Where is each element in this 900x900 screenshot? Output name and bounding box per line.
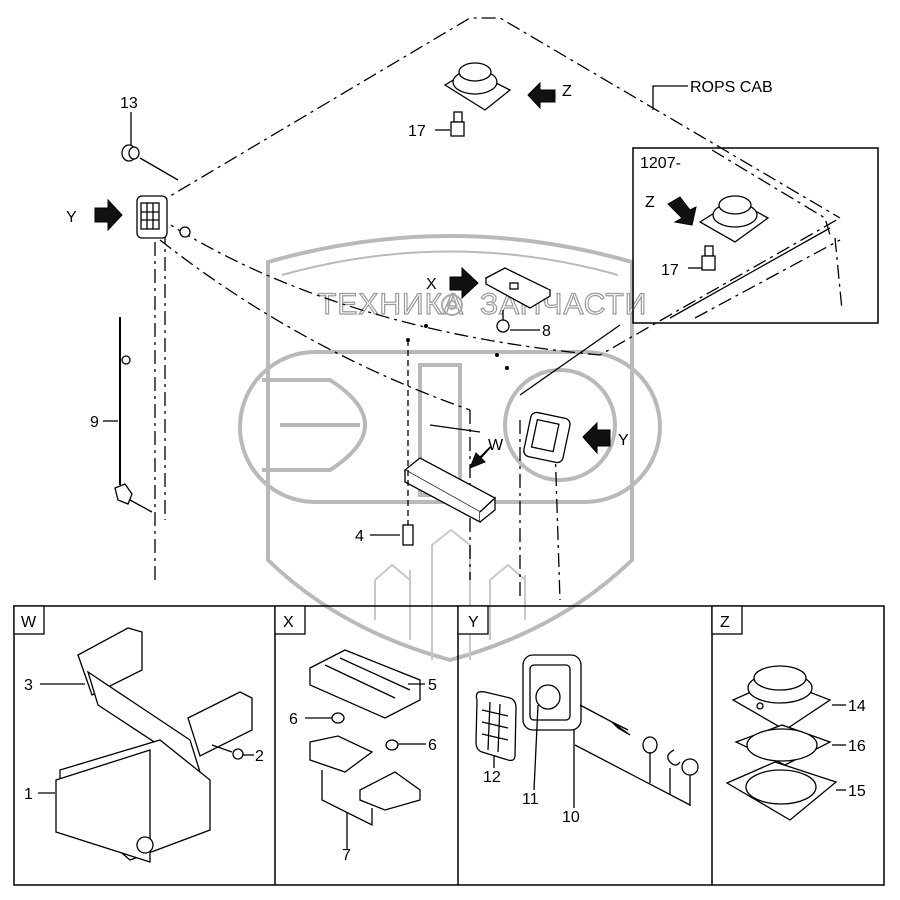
panel-x-tag: X <box>283 614 294 631</box>
top-speaker <box>443 62 512 137</box>
callout-5: 5 <box>428 677 437 694</box>
screw-8 <box>496 319 510 333</box>
arrow-y-left <box>94 198 123 232</box>
arrow-w <box>469 445 491 469</box>
arrow-z-top <box>527 81 556 110</box>
detail-panels-frame <box>13 605 885 886</box>
view-x: X <box>426 276 437 293</box>
callout-2: 2 <box>255 748 264 765</box>
callout-9: 9 <box>90 414 99 431</box>
cab-outline <box>154 17 841 601</box>
serial-inset: 1207- Z 17 <box>632 147 879 324</box>
arrow-y-right <box>582 421 611 455</box>
arrow-x <box>449 266 479 300</box>
watermark-right-text: ЗАПЧАСТИ <box>480 288 647 321</box>
grommet <box>121 144 140 162</box>
watermark-wheat <box>374 528 526 660</box>
panel-z-tag: Z <box>720 614 730 631</box>
room-lamp <box>484 267 552 309</box>
bolt-4 <box>402 524 414 546</box>
callout-6b: 6 <box>428 737 437 754</box>
callout-3: 3 <box>24 677 33 694</box>
callout-17-top: 17 <box>408 123 426 140</box>
callout-6a: 6 <box>289 711 298 728</box>
detail-panel-z: Z 14 16 15 <box>711 605 866 821</box>
detail-panel-w: W 3 2 1 <box>13 605 264 863</box>
callout-16: 16 <box>848 738 866 755</box>
callout-13: 13 <box>120 95 138 112</box>
watermark-left-text: ТЕХНИКА <box>318 288 464 321</box>
callout-1: 1 <box>24 786 33 803</box>
radio-bracket <box>403 457 497 524</box>
callout-7: 7 <box>342 847 351 864</box>
leader-13-b <box>139 157 179 181</box>
detail-panel-x: X 5 6 6 7 <box>274 605 437 864</box>
work-lamp-right <box>523 411 571 464</box>
callout-11: 11 <box>522 791 539 808</box>
rops-cab-label: ROPS CAB <box>690 79 773 96</box>
callout-12: 12 <box>483 769 501 786</box>
antenna <box>114 317 153 513</box>
work-lamp-left <box>136 195 191 239</box>
callout-8: 8 <box>542 323 551 340</box>
callout-17-inset: 17 <box>661 262 679 279</box>
rops-cab-leader <box>652 85 688 110</box>
callout-4: 4 <box>355 528 364 545</box>
view-z-inset: Z <box>645 194 655 211</box>
callout-14: 14 <box>848 698 866 715</box>
view-w: W <box>488 437 504 454</box>
panel-y-tag: Y <box>468 614 479 631</box>
arrow-z-inset <box>667 196 697 226</box>
view-y-right: Y <box>618 432 629 449</box>
detail-panel-y: Y 12 11 10 <box>457 605 699 826</box>
watermark: ТЕХНИКА ЗАПЧАСТИ <box>238 234 662 663</box>
view-z-top: Z <box>562 83 572 100</box>
callout-15: 15 <box>848 783 866 800</box>
serial-inset-label: 1207- <box>640 155 681 172</box>
panel-w-tag: W <box>21 614 37 631</box>
view-y-left: Y <box>66 209 77 226</box>
gear-icon <box>441 294 463 316</box>
callout-10: 10 <box>562 809 580 826</box>
